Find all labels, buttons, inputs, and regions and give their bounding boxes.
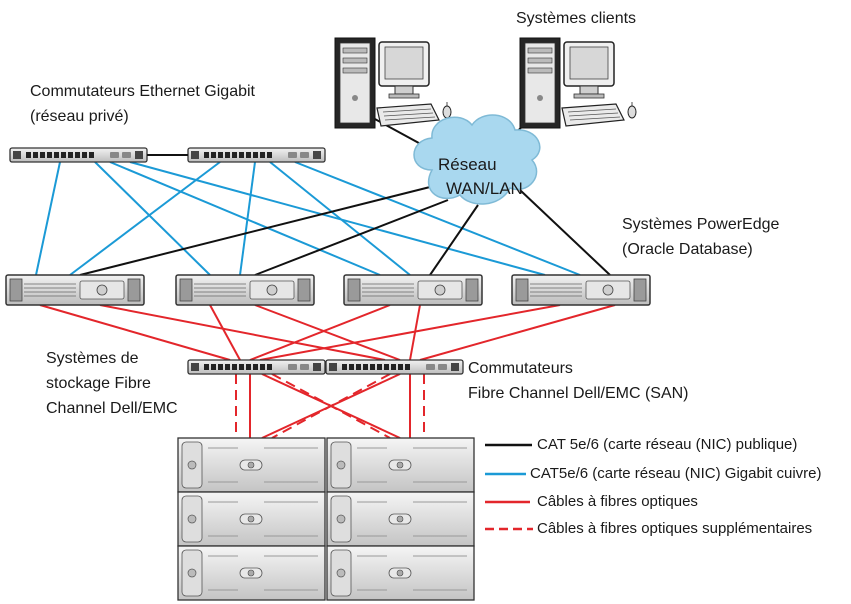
network-switch-icon [9,147,148,163]
rack-server-icon [175,274,315,306]
fiber-cable [254,304,401,361]
legend-label-public: CAT 5e/6 (carte réseau (NIC) publique) [537,436,798,453]
additional-fiber-cables [235,373,425,439]
storage-array-icon [326,491,475,547]
network-cloud-icon [413,114,541,205]
gigabit-cable [94,161,211,276]
legend-label-gigabit: CAT5e/6 (carte réseau (NIC) Gigabit cuiv… [530,465,822,482]
gigabit-cables [35,161,581,276]
network-label-line2: WAN/LAN [446,179,523,198]
additional-fiber-cable [271,373,391,439]
clients-label: Systèmes clients [516,10,637,27]
gigabit-cable [69,161,221,276]
fc-switches-label-line1: Commutateurs [468,360,573,377]
legend-label-fiber: Câbles à fibres optiques [537,493,698,510]
gigabit-cable [109,161,381,276]
fiber-cable [99,304,386,361]
public-cable [519,189,611,276]
poweredge-label-line2: (Oracle Database) [622,241,753,258]
gigabit-cable [294,161,581,276]
storage-array-icon [177,491,326,547]
fiber-cable [209,304,241,361]
fiber-cable [259,304,561,361]
storage-label-line2: stockage Fibre [46,375,151,392]
client-system-2 [519,37,637,129]
rack-server-icon [5,274,145,306]
fc-switch-icon [325,359,464,375]
rack-server-icon [511,274,651,306]
storage-label-line1: Systèmes de [46,350,139,367]
gigabit-cable [269,161,411,276]
gigabit-switches-label-line1: Commutateurs Ethernet Gigabit [30,83,255,100]
fiber-cable [39,304,231,361]
storage-array-icon [326,437,475,493]
gigabit-cable [35,161,61,276]
legend-label-additional-fiber: Câbles à fibres optiques supplémentaires [537,520,813,537]
fc-switches-label-line2: Fibre Channel Dell/EMC (SAN) [468,385,689,402]
storage-array-icon [177,437,326,493]
public-cable [79,184,439,276]
legend [485,443,533,531]
fiber-cable [419,304,616,361]
public-cable [254,199,449,276]
network-switch-icon [187,147,326,163]
storage-array-icon [177,545,326,601]
gigabit-cable [239,161,256,276]
rack-server-icon [343,274,483,306]
fc-switch-icon [187,359,326,375]
storage-array-icon [326,545,475,601]
network-label-line1: Réseau [438,155,497,174]
gigabit-cable [129,161,546,276]
storage-label-line3: Channel Dell/EMC [46,400,178,417]
poweredge-label-line1: Systèmes PowerEdge [622,216,780,233]
client-system-1 [334,37,452,129]
fiber-cable [249,304,391,361]
gigabit-switches-label-line2: (réseau privé) [30,108,129,125]
public-cable [429,204,479,276]
